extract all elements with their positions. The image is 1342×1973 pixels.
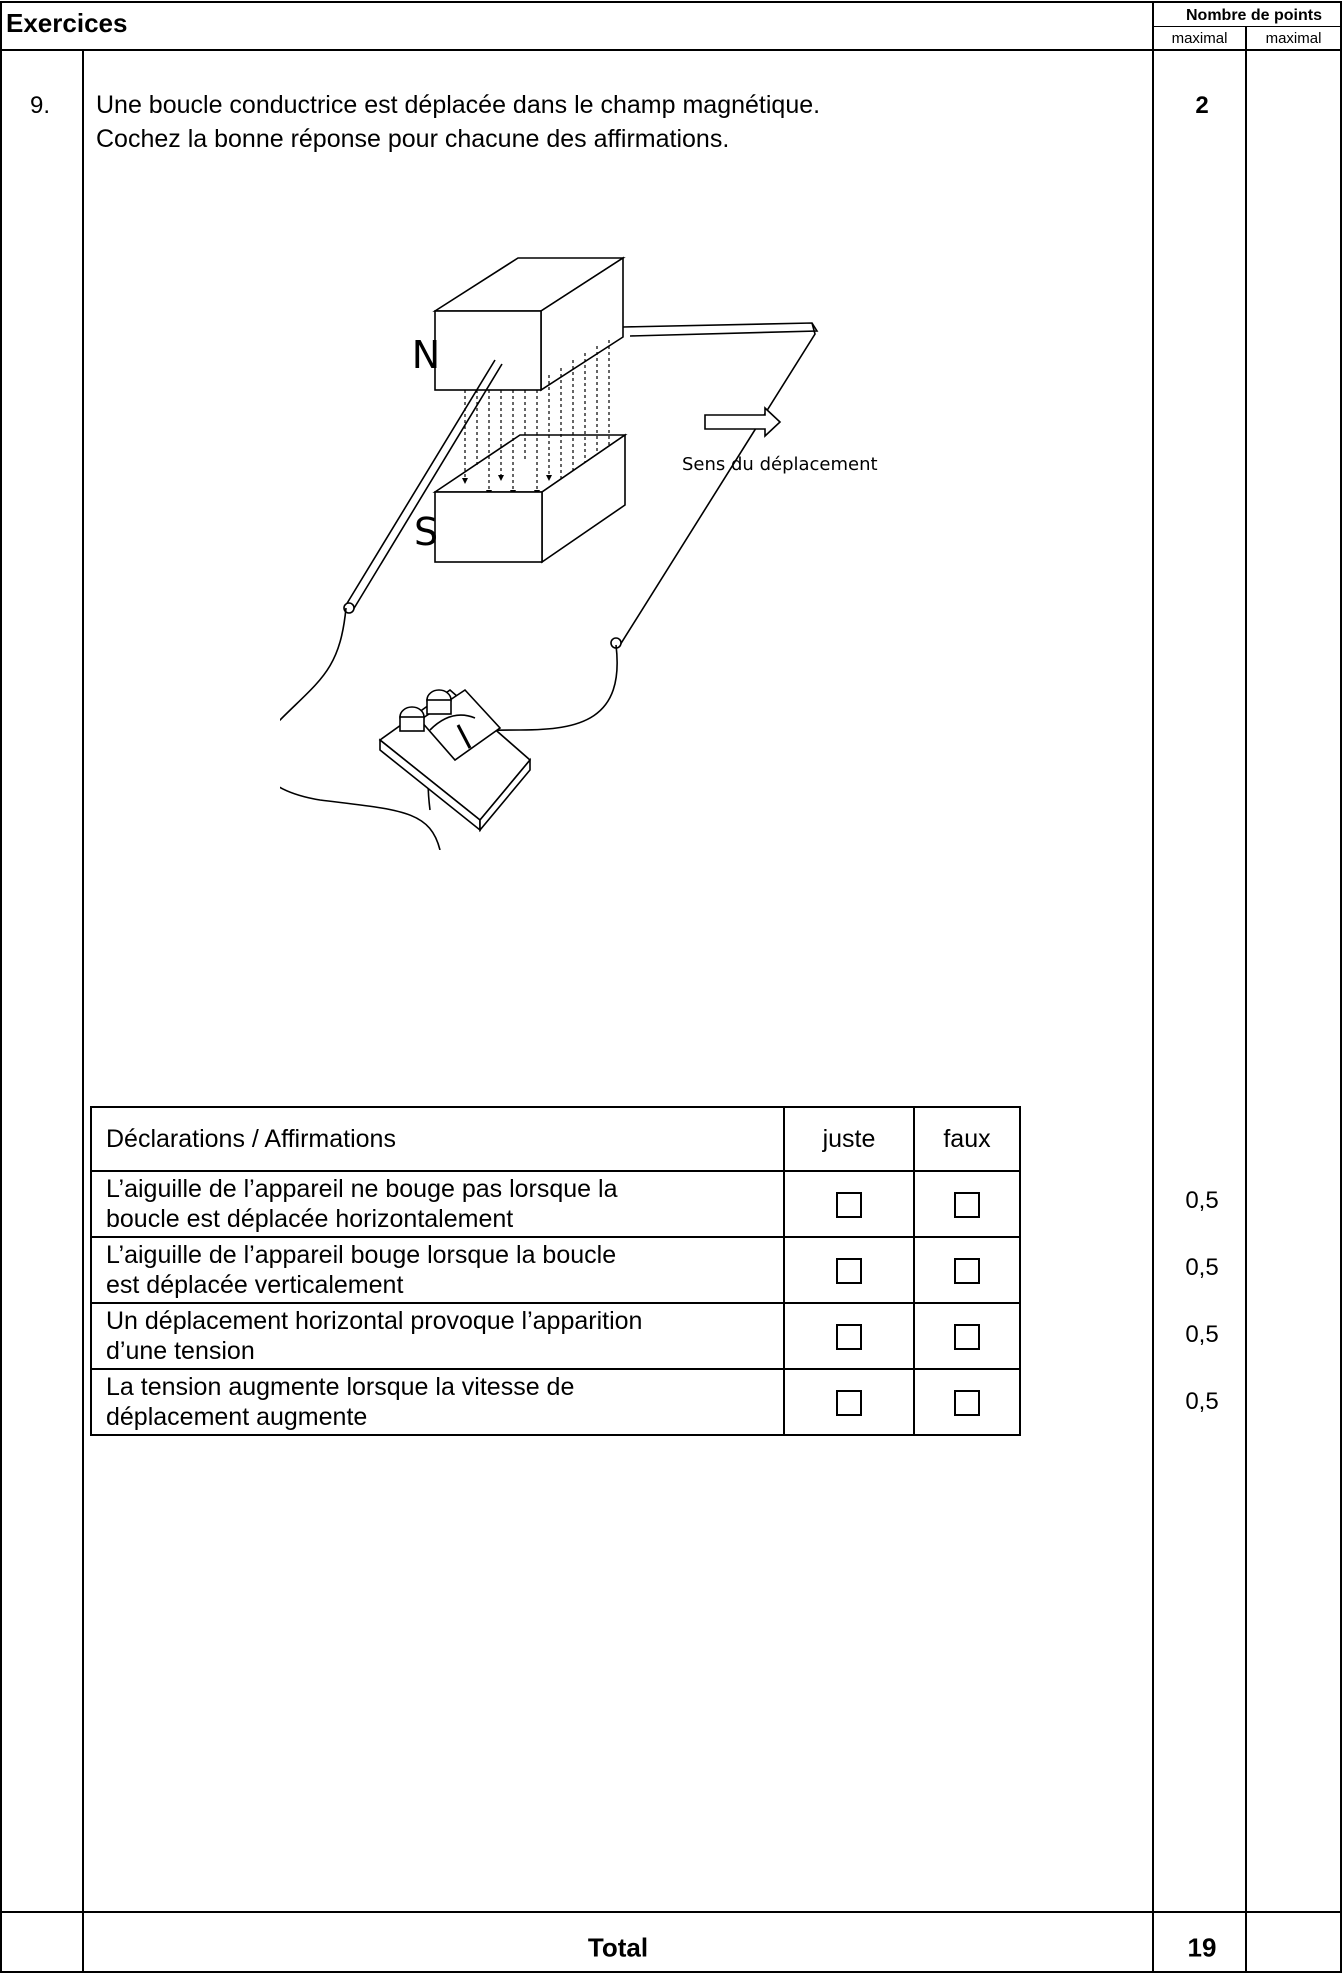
true-cell [783,1170,915,1238]
statement-line: Un déplacement horizontal provoque l’app… [106,1307,643,1335]
total-points: 19 [1187,1932,1217,1963]
question-number: 9. [30,92,51,119]
header-bottom-border [0,49,1342,51]
direction-label: Sens du déplacement [682,454,878,475]
statement-line: L’aiguille de l’appareil ne bouge pas lo… [106,1175,618,1203]
awarded-points-label: maximal [1265,30,1322,47]
table-row: L’aiguille de l’appareil ne bouge pas lo… [90,1170,1021,1238]
statement-points: 0,5 [1185,1388,1219,1415]
true-checkbox[interactable] [836,1390,862,1417]
table-row: La tension augmente lorsque la vitesse d… [90,1368,1021,1436]
statement-line: est déplacée verticalement [106,1271,404,1299]
statement-cell: L’aiguille de l’appareil bouge lorsque l… [90,1236,785,1304]
false-checkbox[interactable] [954,1192,980,1219]
north-label: N [412,333,440,377]
statement-cell: La tension augmente lorsque la vitesse d… [90,1368,785,1436]
table-row: Un déplacement horizontal provoque l’app… [90,1302,1021,1370]
table-row: L’aiguille de l’appareil bouge lorsque l… [90,1236,1021,1304]
true-cell [783,1236,915,1304]
total-label: Total [587,1932,649,1963]
magnet-loop-figure: N S Sens du déplacement [280,256,878,850]
statement-points: 0,5 [1185,1187,1219,1214]
north-magnet [432,256,626,392]
statement-line: La tension augmente lorsque la vitesse d… [106,1373,575,1401]
points-heading-divider [1152,26,1342,27]
galvanometer-icon [378,688,532,833]
true-cell [783,1368,915,1436]
false-cell [913,1170,1021,1238]
false-cell [913,1368,1021,1436]
false-checkbox[interactable] [954,1324,980,1351]
true-checkbox[interactable] [836,1192,862,1219]
false-cell [913,1302,1021,1370]
statement-cell: L’aiguille de l’appareil ne bouge pas lo… [90,1170,785,1238]
question-max-points: 2 [1195,92,1209,119]
points-column-border [1152,1,1154,1973]
false-checkbox[interactable] [954,1258,980,1285]
statement-cell: Un déplacement horizontal provoque l’app… [90,1302,785,1370]
points-heading: Nombre de points [1185,7,1322,24]
statement-points: 0,5 [1185,1321,1219,1348]
true-column-header: juste [783,1106,915,1172]
south-label: S [414,510,438,554]
max-points-label: maximal [1171,30,1228,47]
statement-line: boucle est déplacée horizontalement [106,1205,514,1233]
right-border [1340,1,1342,1973]
statement-line: L’aiguille de l’appareil bouge lorsque l… [106,1241,617,1269]
true-cell [783,1302,915,1370]
false-column-header: faux [913,1106,1021,1172]
section-title: Exercices [6,8,128,38]
statement-points: 0,5 [1185,1254,1219,1281]
true-checkbox[interactable] [836,1258,862,1285]
statement-line: déplacement augmente [106,1403,368,1431]
south-magnet [432,433,628,564]
true-checkbox[interactable] [836,1324,862,1351]
left-border [0,1,2,1973]
bottom-border [0,1971,1342,1973]
statements-table: Déclarations / Affirmations juste faux L… [90,1106,1021,1436]
question-line-1: Une boucle conductrice est déplacée dans… [96,91,821,119]
number-column-border [82,49,84,1973]
question-text: Une boucle conductrice est déplacée dans… [96,88,820,156]
question-line-2: Cochez la bonne réponse pour chacune des… [96,125,730,153]
false-cell [913,1236,1021,1304]
direction-arrow-icon [704,406,782,438]
statement-column-header: Déclarations / Affirmations [90,1106,785,1172]
false-checkbox[interactable] [954,1390,980,1417]
top-border [0,1,1342,3]
statement-line: d’une tension [106,1337,255,1365]
total-top-border [0,1911,1342,1913]
score-column-border [1245,26,1247,1973]
table-header-row: Déclarations / Affirmations juste faux [90,1106,1021,1172]
